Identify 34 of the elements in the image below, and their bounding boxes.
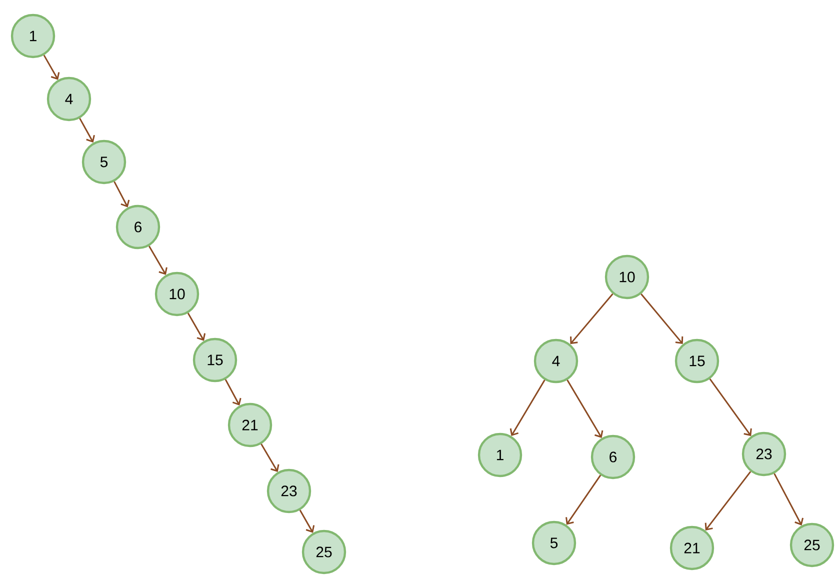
arrow [566,380,604,438]
arrow [299,510,315,533]
tree-node: 21 [670,526,714,570]
tree-node: 4 [534,338,578,384]
arrow [79,118,95,143]
arrow [114,181,130,208]
tree-node: 25 [790,522,834,568]
arrow [43,54,60,80]
tree-node: 15 [674,338,720,384]
tree-node: 6 [590,434,636,480]
tree-node: 5 [82,140,126,184]
tree-node: 4 [46,76,92,122]
tree-node: 10 [154,272,200,316]
tree-node: 25 [302,530,346,574]
tree-node: 21 [228,402,272,448]
tree-node: 23 [266,468,312,514]
arrow [704,471,752,530]
tree-node: 6 [116,204,160,250]
tree-node: 15 [192,338,238,382]
arrow [260,444,280,472]
arrow [510,380,546,436]
arrow [709,378,752,436]
arrow [148,246,168,275]
arrow [566,474,602,525]
tree-node: 10 [604,254,650,300]
arrow [224,379,242,406]
tree-node: 1 [478,432,522,478]
arrow [640,294,684,344]
tree-node: 23 [742,432,786,476]
arrow [570,293,614,344]
tree-node: 1 [10,14,56,58]
arrow [187,312,206,341]
tree-node: 5 [532,520,576,566]
arrow [774,473,804,526]
